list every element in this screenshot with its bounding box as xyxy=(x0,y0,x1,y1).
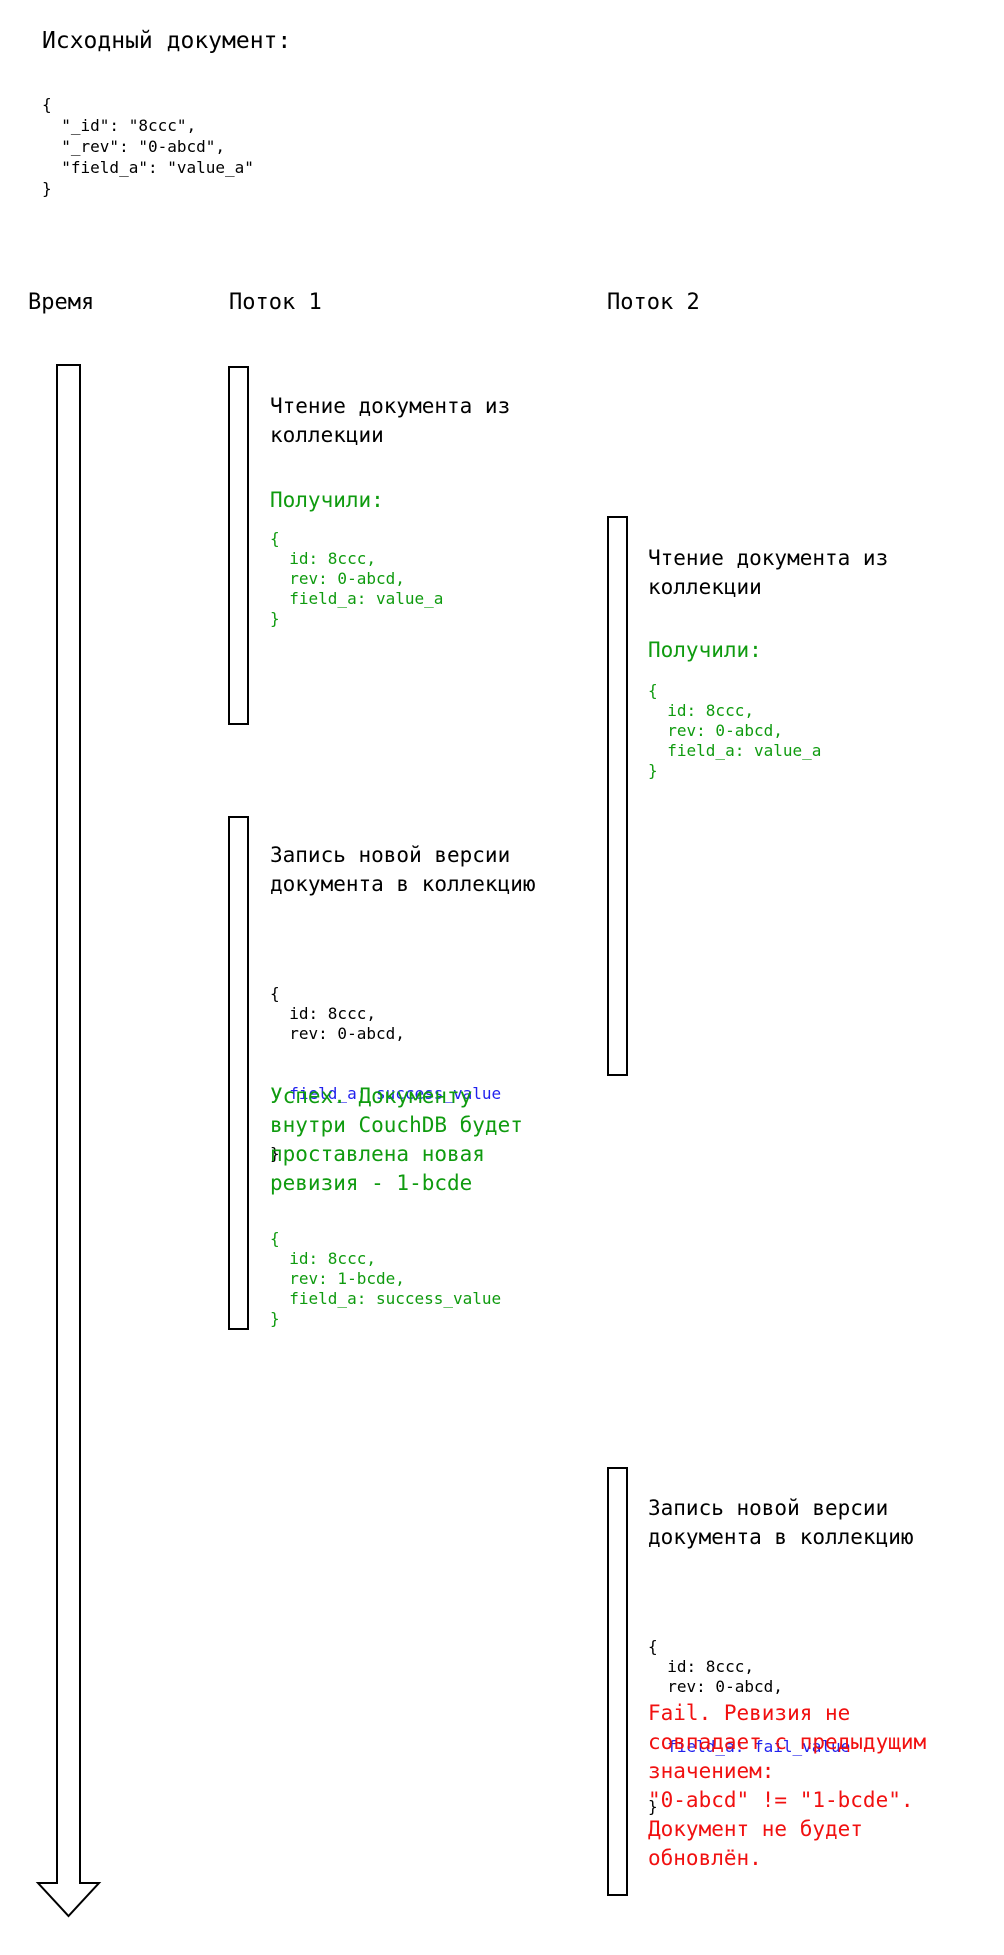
thread1-read-result-label: Получили: xyxy=(270,488,384,512)
thread1-label: Поток 1 xyxy=(229,290,322,315)
thread1-read-action-text: Чтение документа из коллекции xyxy=(270,394,511,447)
thread1-write-request-json-close: } xyxy=(270,1144,280,1163)
thread1-write-result-json: { id: 8ccc, rev: 1-bcde, field_a: succes… xyxy=(270,1229,502,1328)
thread1-write-success-note: Успех. Документу внутри CouchDB будет пр… xyxy=(270,1084,523,1195)
thread2-read-result-label: Получили: xyxy=(648,638,762,662)
thread1-read-result-json: { id: 8ccc, rev: 0-abcd, field_a: value_… xyxy=(270,529,444,628)
thread1-write-action-text: Запись новой версии документа в коллекци… xyxy=(270,843,536,896)
thread2-write-activation-box xyxy=(607,1467,628,1896)
page-title: Исходный документ: xyxy=(42,28,292,54)
thread2-write-request-json-highlight: field_a: fail_value xyxy=(648,1737,851,1756)
thread1-write-request-json-top: { id: 8ccc, rev: 0-abcd, xyxy=(270,984,405,1043)
thread2-write-request-json: { id: 8ccc, rev: 0-abcd, field_a: fail_v… xyxy=(648,1597,850,1857)
thread2-write-request-json-top: { id: 8ccc, rev: 0-abcd, xyxy=(648,1637,783,1696)
thread2-read-action-text: Чтение документа из коллекции xyxy=(648,546,889,599)
timeline-label: Время xyxy=(28,290,95,315)
thread1-write-request-json: { id: 8ccc, rev: 0-abcd, field_a: succes… xyxy=(270,944,501,1204)
thread2-read-result-json: { id: 8ccc, rev: 0-abcd, field_a: value_… xyxy=(648,681,822,780)
thread1-write-activation-box xyxy=(228,816,249,1330)
thread2-read-activation-box xyxy=(607,516,628,1076)
thread1-read-activation-box xyxy=(228,366,249,725)
thread2-write-request-json-close: } xyxy=(648,1797,658,1816)
thread1-write-request-json-highlight: field_a: success_value xyxy=(270,1084,502,1103)
thread2-label: Поток 2 xyxy=(607,290,700,315)
thread2-write-fail-note: Fail. Ревизия не совпадает с предыдущим … xyxy=(648,1701,927,1870)
thread2-write-action-text: Запись новой версии документа в коллекци… xyxy=(648,1496,914,1549)
source-document-json: { "_id": "8ccc", "_rev": "0-abcd", "fiel… xyxy=(42,95,254,198)
